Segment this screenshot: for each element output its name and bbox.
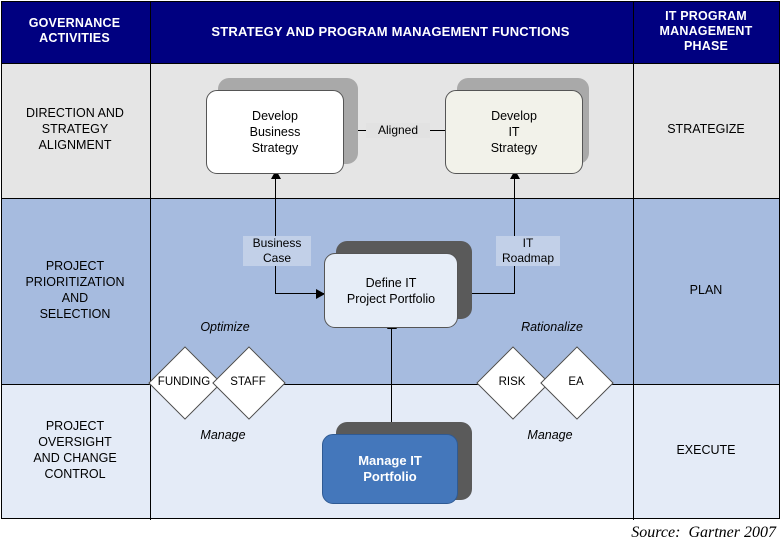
governance-label-project-prioritization-selection: PROJECT PRIORITIZATION AND SELECTION: [25, 258, 125, 321]
phase-label-execute: EXECUTE: [676, 442, 736, 457]
process-box-define-it-project-portfolio[interactable]: Define IT Project Portfolio: [324, 253, 458, 328]
column-divider-left: [150, 2, 151, 520]
connector-business-case-horizontal: [275, 293, 325, 294]
diamond-risk[interactable]: RISK: [476, 346, 550, 420]
diamond-staff-label: STAFF: [230, 376, 266, 388]
connector-portfolio-vertical: [391, 328, 392, 432]
header-it-program-phase: IT PROGRAM MANAGEMENT PHASE: [659, 8, 753, 53]
header-governance-activities: GOVERNANCE ACTIVITIES: [28, 16, 121, 45]
phase-label-strategize: STRATEGIZE: [667, 122, 745, 136]
process-box-develop-business-strategy[interactable]: Develop Business Strategy: [206, 90, 344, 174]
phase-label-plan: PLAN: [689, 282, 723, 297]
diamond-ea-label: EA: [568, 376, 584, 388]
diamond-funding-label: FUNDING: [157, 376, 211, 388]
diamond-funding[interactable]: FUNDING: [148, 346, 222, 420]
process-box-develop-it-strategy[interactable]: Develop IT Strategy: [445, 90, 583, 174]
diamond-ea[interactable]: EA: [540, 346, 614, 420]
connector-it-roadmap-horizontal: [466, 293, 515, 294]
column-divider-right: [633, 2, 634, 520]
connector-it-roadmap-arrowhead-up: [510, 170, 520, 179]
process-box-manage-it-portfolio[interactable]: Manage IT Portfolio: [322, 434, 458, 504]
connector-label-business-case: Business Case: [243, 236, 311, 266]
header-strategy-functions: STRATEGY AND PROGRAM MANAGEMENT FUNCTION…: [211, 23, 570, 39]
annotation-manage-left: Manage: [200, 428, 246, 442]
connector-label-aligned: Aligned: [366, 123, 430, 138]
annotation-rationalize: Rationalize: [521, 320, 583, 334]
source-credit: Source: Gartner 2007: [631, 524, 776, 541]
diamond-risk-label: RISK: [498, 376, 526, 388]
annotation-optimize: Optimize: [200, 320, 250, 334]
connector-business-case-arrowhead-right: [316, 289, 325, 299]
connector-label-it-roadmap: IT Roadmap: [496, 236, 560, 266]
diamond-staff[interactable]: STAFF: [212, 346, 286, 420]
connector-business-case-arrowhead-up: [271, 170, 281, 179]
header-band: [2, 2, 779, 63]
governance-label-direction-strategy-alignment: DIRECTION AND STRATEGY ALIGNMENT: [26, 106, 124, 152]
governance-label-project-oversight-change-control: PROJECT OVERSIGHT AND CHANGE CONTROL: [33, 418, 117, 481]
annotation-manage-right: Manage: [527, 428, 573, 442]
